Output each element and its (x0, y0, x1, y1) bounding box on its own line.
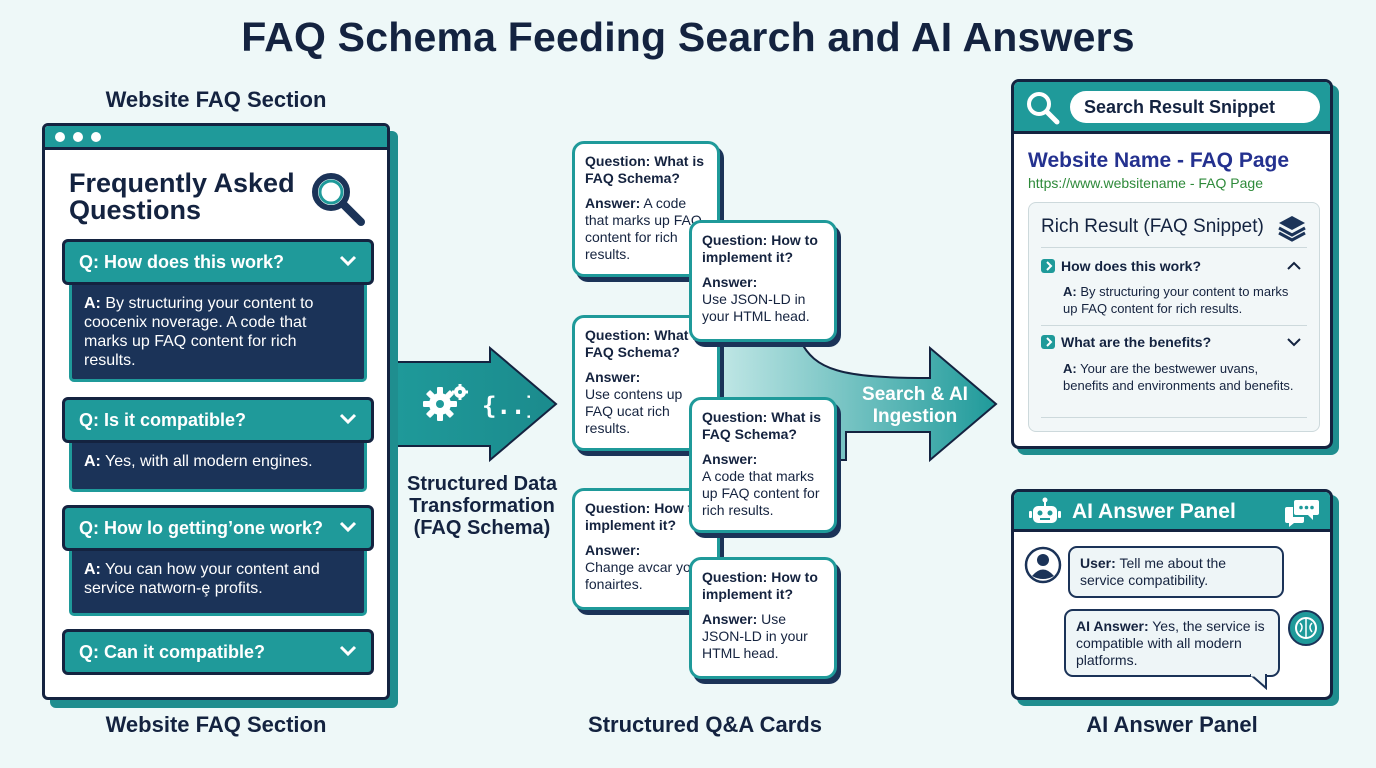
window-dot-icon (73, 132, 83, 142)
card-question: Question: How to implement it? (585, 500, 701, 533)
ai-panel-title: AI Answer Panel (1072, 500, 1236, 523)
result-url: https://www.websitename - FAQ Page (1028, 175, 1263, 191)
bubble-tail-icon (1250, 674, 1267, 690)
gear-code-icon: {..} (423, 384, 530, 421)
page-title: FAQ Schema Feeding Search and AI Answers (241, 14, 1135, 60)
rich-answer: A: By structuring your content to marks … (1063, 284, 1289, 316)
divider (1041, 247, 1307, 248)
card-answer: Answer: A code that marks up FAQ content… (585, 195, 702, 262)
robot-icon (1029, 497, 1061, 523)
faq-section-caption: Website FAQ Section (105, 712, 327, 737)
ai-answer-panel: AI Answer Panel User: Tell me about the … (1011, 489, 1333, 700)
qa-card: Question: How to implement it? Answer: U… (689, 557, 837, 679)
chevron-down-icon (339, 413, 357, 425)
faq-question-toggle[interactable]: Q: How lo getting’one work? (62, 505, 374, 551)
rich-result-title: Rich Result (FAQ Snippet) (1041, 216, 1264, 237)
chevron-right-icon (1041, 335, 1055, 349)
card-answer: Answer:A code that marks up FAQ content … (702, 451, 820, 518)
search-result-panel: Search Result Snippet Website Name - FAQ… (1011, 79, 1333, 449)
transform-arrow (387, 345, 558, 463)
ingest-label: Search & AI Ingestion (862, 384, 968, 427)
faq-question-text: Q: How lo getting’one work? (79, 518, 323, 538)
svg-text:{..}: {..} (482, 392, 530, 420)
chevron-down-icon (339, 645, 357, 657)
result-title-link[interactable]: Website Name - FAQ Page (1028, 149, 1290, 172)
card-answer: Answer:Use contens up FAQ ucat rich resu… (585, 369, 683, 436)
faq-answer: A: Yes, with all modern engines. (69, 442, 367, 492)
layers-icon (1278, 216, 1306, 242)
ai-panel-caption: AI Answer Panel (1086, 712, 1258, 737)
faq-question-toggle[interactable]: Q: Can it compatible? (62, 629, 374, 675)
rich-question[interactable]: How does this work? (1061, 258, 1202, 274)
faq-question-toggle[interactable]: Q: Is it compatible? (62, 397, 374, 443)
chevron-right-icon (1046, 261, 1053, 271)
faq-browser-window: Frequently Asked Questions A: By structu… (42, 123, 390, 700)
divider (1041, 417, 1307, 418)
search-icon (1027, 92, 1060, 125)
search-bar: Search Result Snippet (1014, 82, 1330, 134)
chevron-down-icon[interactable] (1287, 337, 1301, 347)
faq-answer: A: By structuring your content to coocen… (69, 284, 367, 382)
faq-heading: Frequently Asked Questions (69, 168, 295, 225)
window-dot-icon (55, 132, 65, 142)
chevron-right-icon (1046, 337, 1053, 347)
faq-question-toggle[interactable]: Q: How does this work? (62, 239, 374, 285)
chevron-down-icon (339, 521, 357, 533)
qa-card: Question: What is FAQ Schema? Answer:A c… (689, 397, 837, 533)
faq-section-header: Website FAQ Section (105, 87, 327, 112)
divider (1041, 325, 1307, 326)
chevron-down-icon (339, 255, 357, 267)
rich-result-box: Rich Result (FAQ Snippet) How does this … (1028, 202, 1320, 432)
user-message-bubble: User: Tell me about the service compatib… (1068, 546, 1284, 598)
transform-label: Structured Data Transformation (FAQ Sche… (406, 473, 558, 539)
ai-answer-bubble: AI Answer: Yes, the service is compatibl… (1064, 609, 1280, 677)
card-answer: Answer:Change avcar your fonairtes. (585, 542, 704, 592)
qa-card: Question: How to implement it? Answer:Us… (689, 220, 837, 342)
faq-question-text: Q: How does this work? (79, 252, 285, 272)
card-question: Question: What is FAQ Schema? (702, 409, 821, 442)
ai-panel-header: AI Answer Panel (1014, 492, 1330, 532)
chat-bubble-icon (1285, 500, 1319, 527)
faq-answer: A: You can how your content and service … (69, 550, 367, 616)
card-answer: Answer: Use JSON-LD in your HTML head. (702, 611, 808, 661)
faq-question-text: Q: Is it compatible? (79, 410, 247, 430)
magnifier-icon (312, 173, 365, 226)
rich-answer: A: Your are the bestwewer uvans, benefit… (1063, 361, 1294, 393)
qa-cards-caption: Structured Q&A Cards (588, 712, 822, 737)
card-question: Question: What is FAQ Schema? (585, 327, 704, 360)
window-dot-icon (91, 132, 101, 142)
ai-brain-icon (1288, 610, 1324, 646)
user-avatar-icon (1024, 546, 1062, 584)
card-question: Question: How to implement it? (702, 232, 818, 265)
browser-title-bar (45, 126, 387, 150)
chevron-right-icon (1041, 259, 1055, 273)
card-question: Question: What is FAQ Schema? (585, 153, 704, 186)
search-input[interactable]: Search Result Snippet (1070, 91, 1320, 123)
chevron-up-icon[interactable] (1287, 261, 1301, 271)
faq-question-text: Q: Can it compatible? (79, 642, 266, 662)
rich-question[interactable]: What are the benefits? (1061, 334, 1212, 350)
card-question: Question: How to implement it? (702, 569, 818, 602)
card-answer: Answer:Use JSON-LD in your HTML head. (702, 274, 810, 324)
